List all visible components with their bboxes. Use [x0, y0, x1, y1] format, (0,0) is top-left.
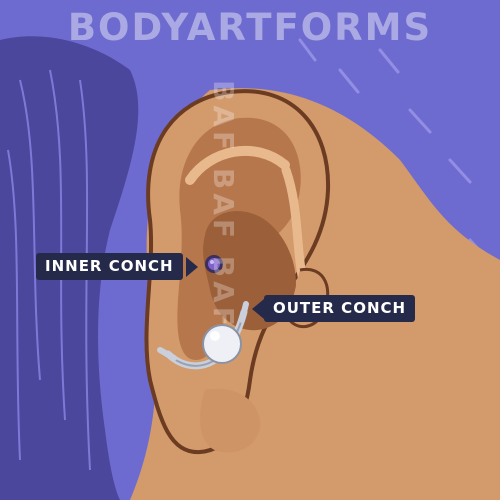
inner-conch-pointer	[186, 257, 198, 277]
gem-stud-icon	[205, 255, 223, 273]
outer-conch-label: OUTER CONCH	[264, 295, 416, 322]
antihelix	[185, 145, 290, 185]
earlobe	[200, 388, 261, 453]
inner-conch-label: INNER CONCH	[36, 253, 183, 280]
outer-conch-pointer	[252, 299, 264, 319]
hair-strands	[7, 69, 91, 471]
brand-logo: BODYARTFORMS	[67, 6, 433, 49]
horseshoe-ring-icon	[157, 301, 249, 370]
watermark: BAF BAF BAF	[207, 80, 240, 330]
